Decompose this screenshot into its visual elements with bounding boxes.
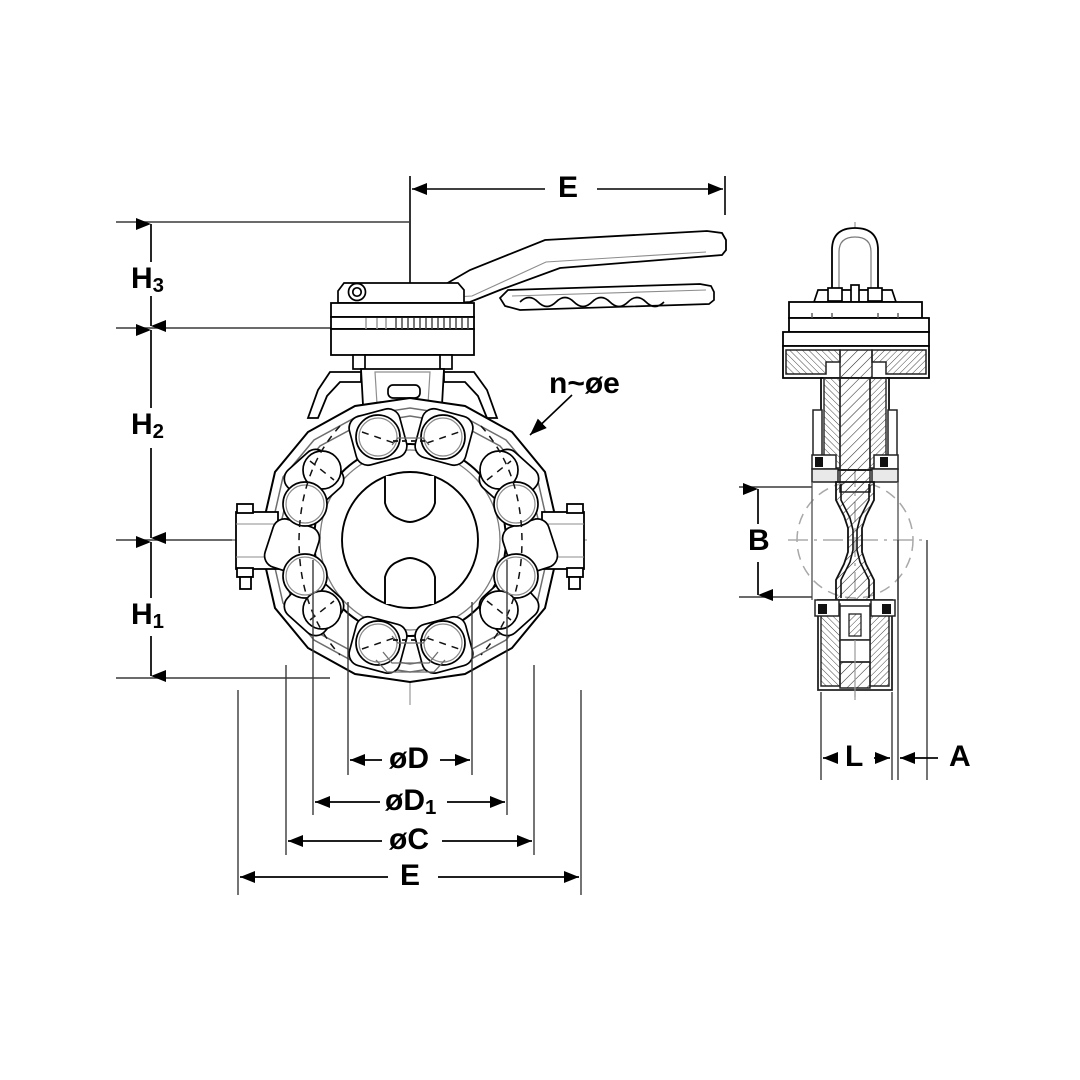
dimension-label-H3: H3 (131, 262, 165, 297)
bolt-hole-callout-label: n~øe (549, 367, 620, 400)
body-web-dark (393, 440, 428, 641)
side-handle-bracket (812, 284, 898, 303)
extension-lines-bottom (237, 560, 582, 895)
actuator-top-cap (337, 282, 465, 304)
lever-handle-grip (498, 283, 715, 311)
dimension-label-D1: øD1 (385, 784, 437, 819)
bolt-hole-leader (529, 394, 573, 436)
dimension-label-A: A (949, 740, 971, 773)
side-top-flange (782, 345, 930, 379)
side-neck-section (812, 377, 898, 493)
bolt-holes (282, 414, 539, 666)
dimension-label-E-bottom: E (400, 859, 421, 892)
side-actuator-plate-ticks (811, 313, 899, 318)
dimension-label-B: B (748, 524, 770, 557)
side-upper-seal-pack (811, 454, 899, 483)
dimension-label-H2: H2 (131, 408, 165, 443)
side-handle-arch (831, 227, 879, 291)
dimension-label-E-top: E (558, 171, 579, 204)
index-plate-teeth (365, 318, 469, 329)
dimension-label-L: L (845, 740, 864, 773)
side-actuator-plate (782, 301, 930, 347)
dimension-label-D: øD (389, 742, 429, 775)
side-disc-stem-section (835, 481, 875, 601)
dimension-label-C: øC (389, 823, 429, 856)
dimension-label-H1: H1 (131, 598, 165, 633)
yoke-arms (306, 371, 499, 419)
bolt-circle-hidden (298, 425, 523, 656)
side-lower-plug (814, 599, 896, 700)
valve-disc (341, 471, 479, 609)
dimension-E-top (409, 176, 726, 295)
